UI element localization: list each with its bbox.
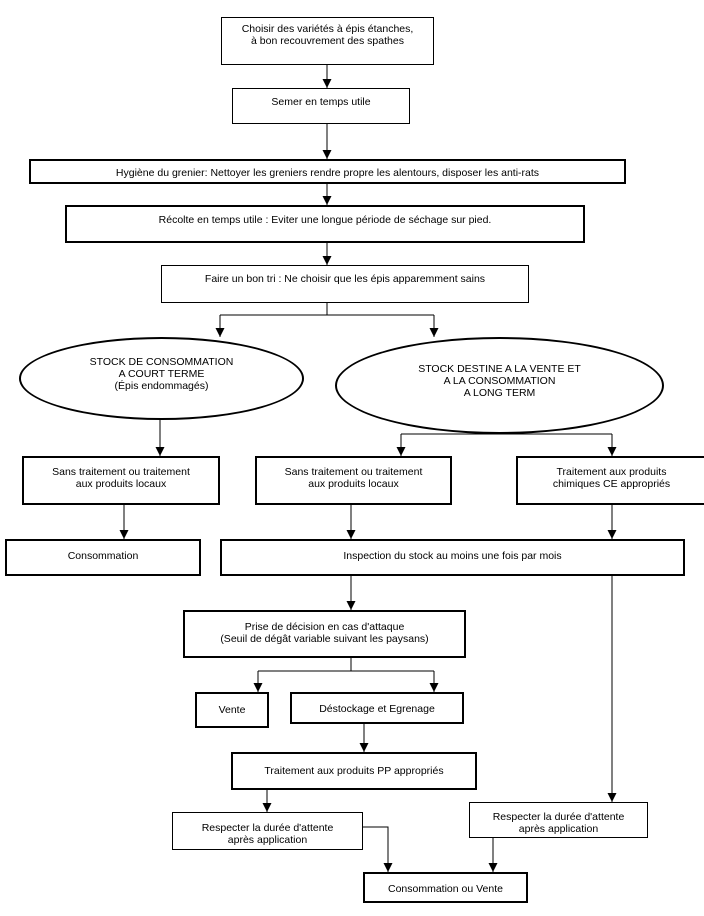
node-consommation: Consommation [5,539,201,576]
node-destockage: Déstockage et Egrenage [290,692,464,724]
node-vente: Vente [195,692,269,728]
node-semer: Semer en temps utile [232,88,410,124]
stock-court-label: STOCK DE CONSOMMATION A COURT TERME (Épi… [89,355,234,392]
arrow-tri-split [220,303,434,316]
arrow-decision-split-line [258,658,434,672]
node-stock-long: STOCK DESTINE A LA VENTE ET A LA CONSOMM… [335,337,664,434]
node-recolte: Récolte en temps utile : Eviter une long… [65,205,585,243]
node-inspection: Inspection du stock au moins une fois pa… [220,539,685,576]
node-hygiene: Hygiène du grenier: Nettoyer les grenier… [29,159,626,184]
node-stock-court: STOCK DE CONSOMMATION A COURT TERME (Épi… [19,337,304,420]
node-prise-decision: Prise de décision en cas d'attaque (Seui… [183,610,466,658]
node-final: Consommation ou Vente [363,872,528,903]
node-respecter-1: Respecter la durée d'attente après appli… [172,812,363,850]
node-sans-trait-2: Sans traitement ou traitement aux produi… [255,456,452,505]
node-trait-chimique: Traitement aux produits chimiques CE app… [516,456,704,505]
node-tri: Faire un bon tri : Ne choisir que les ép… [161,265,529,303]
node-trait-pp: Traitement aux produits PP appropriés [231,752,477,790]
arrow-respecter-1-to-final [363,826,393,872]
stock-long-label: STOCK DESTINE A LA VENTE ET A LA CONSOMM… [418,362,581,399]
node-choisir: Choisir des variétés à épis étanches, à … [221,17,434,65]
node-sans-trait-1: Sans traitement ou traitement aux produi… [22,456,220,505]
node-respecter-2: Respecter la durée d'attente après appli… [469,802,648,838]
